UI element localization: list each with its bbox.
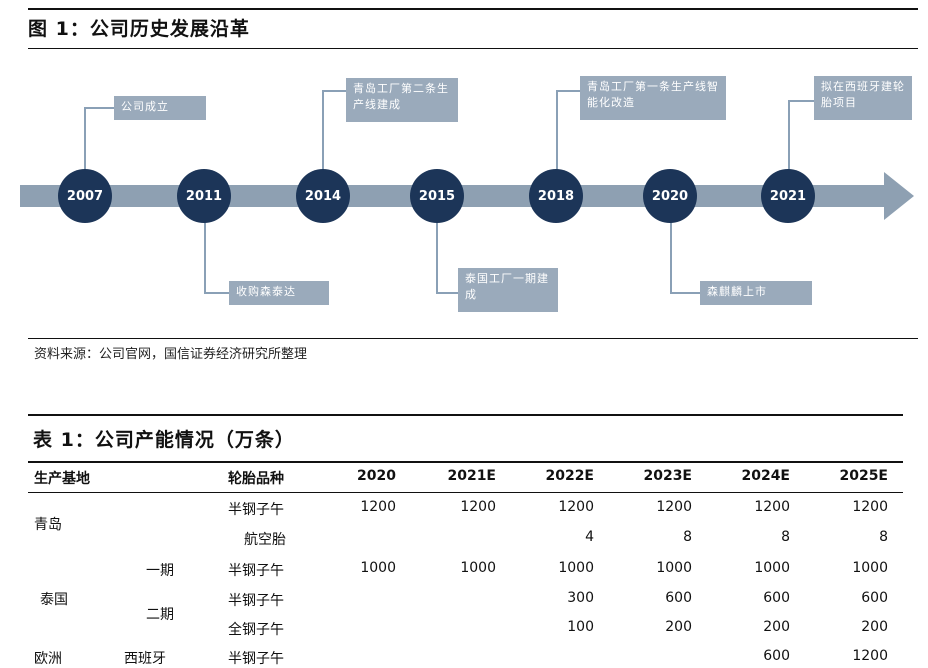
table-top-rule xyxy=(28,414,903,416)
header-2025: 2025E xyxy=(839,468,888,484)
header-2021: 2021E xyxy=(447,468,496,484)
value-cell: 1200 xyxy=(558,499,594,515)
value-cell: 1200 xyxy=(360,499,396,515)
connector-2020-h xyxy=(670,292,700,294)
table-subheader-rule xyxy=(28,492,903,493)
header-type: 轮胎品种 xyxy=(228,471,284,487)
value-cell: 1200 xyxy=(852,499,888,515)
header-base: 生产基地 xyxy=(34,471,90,487)
figure-title: 图 1：公司历史发展沿革 xyxy=(28,18,250,40)
value-cell: 200 xyxy=(763,619,790,635)
phase-label-spain: 西班牙 xyxy=(124,651,166,667)
value-cell: 1000 xyxy=(656,560,692,576)
connector-2020 xyxy=(670,222,672,294)
connector-2011 xyxy=(204,222,206,294)
base-label-europe: 欧洲 xyxy=(34,651,62,667)
year-node-2015: 2015 xyxy=(410,169,464,223)
figure-title-rule xyxy=(28,48,918,49)
connector-2018-h xyxy=(556,90,580,92)
value-cell: 1000 xyxy=(360,560,396,576)
event-2018: 青岛工厂第一条生产线智能化改造 xyxy=(580,76,726,120)
connector-2014 xyxy=(322,90,324,170)
year-node-2021: 2021 xyxy=(761,169,815,223)
year-node-2011: 2011 xyxy=(177,169,231,223)
year-node-2014: 2014 xyxy=(296,169,350,223)
event-2011: 收购森泰达 xyxy=(229,281,329,305)
header-2020: 2020 xyxy=(357,468,396,484)
table-header-rule xyxy=(28,461,903,463)
event-2014: 青岛工厂第二条生产线建成 xyxy=(346,78,458,122)
value-cell: 8 xyxy=(781,529,790,545)
value-cell: 200 xyxy=(861,619,888,635)
connector-2015-h xyxy=(436,292,458,294)
value-cell: 8 xyxy=(879,529,888,545)
value-cell: 600 xyxy=(861,590,888,606)
value-cell: 1200 xyxy=(852,648,888,664)
connector-2011-h xyxy=(204,292,229,294)
timeline-arrow-head xyxy=(884,172,914,220)
value-cell: 1200 xyxy=(754,499,790,515)
phase-label-2: 二期 xyxy=(146,607,174,623)
event-2021: 拟在西班牙建轮胎项目 xyxy=(814,76,912,120)
connector-2018 xyxy=(556,90,558,170)
event-2015: 泰国工厂一期建成 xyxy=(458,268,558,312)
value-cell: 600 xyxy=(763,648,790,664)
base-label-thailand: 泰国 xyxy=(40,592,68,608)
tire-type: 航空胎 xyxy=(244,532,286,548)
year-node-2020: 2020 xyxy=(643,169,697,223)
header-2022: 2022E xyxy=(545,468,594,484)
header-2023: 2023E xyxy=(643,468,692,484)
event-2020: 森麒麟上市 xyxy=(700,281,812,305)
tire-type: 半钢子午 xyxy=(228,502,284,518)
connector-2015 xyxy=(436,222,438,294)
value-cell: 200 xyxy=(665,619,692,635)
connector-2007 xyxy=(84,107,86,170)
header-2024: 2024E xyxy=(741,468,790,484)
tire-type: 全钢子午 xyxy=(228,622,284,638)
value-cell: 1000 xyxy=(852,560,888,576)
value-cell: 100 xyxy=(567,619,594,635)
table-title: 表 1：公司产能情况（万条） xyxy=(33,429,295,451)
year-node-2018: 2018 xyxy=(529,169,583,223)
tire-type: 半钢子午 xyxy=(228,563,284,579)
value-cell: 1200 xyxy=(656,499,692,515)
value-cell: 1200 xyxy=(460,499,496,515)
year-node-2007: 2007 xyxy=(58,169,112,223)
value-cell: 600 xyxy=(665,590,692,606)
value-cell: 300 xyxy=(567,590,594,606)
value-cell: 8 xyxy=(683,529,692,545)
connector-2014-h xyxy=(322,90,346,92)
value-cell: 1000 xyxy=(754,560,790,576)
figure-source-rule xyxy=(28,338,918,339)
value-cell: 4 xyxy=(585,529,594,545)
figure-top-rule xyxy=(28,8,918,10)
event-2007: 公司成立 xyxy=(114,96,206,120)
figure-source: 资料来源：公司官网，国信证券经济研究所整理 xyxy=(34,347,308,362)
base-label-qingdao: 青岛 xyxy=(34,517,62,533)
tire-type: 半钢子午 xyxy=(228,651,284,667)
connector-2021-h xyxy=(788,100,814,102)
tire-type: 半钢子午 xyxy=(228,593,284,609)
value-cell: 1000 xyxy=(558,560,594,576)
connector-2021 xyxy=(788,100,790,170)
value-cell: 600 xyxy=(763,590,790,606)
phase-label-1: 一期 xyxy=(146,563,174,579)
connector-2007-h xyxy=(84,107,114,109)
value-cell: 1000 xyxy=(460,560,496,576)
